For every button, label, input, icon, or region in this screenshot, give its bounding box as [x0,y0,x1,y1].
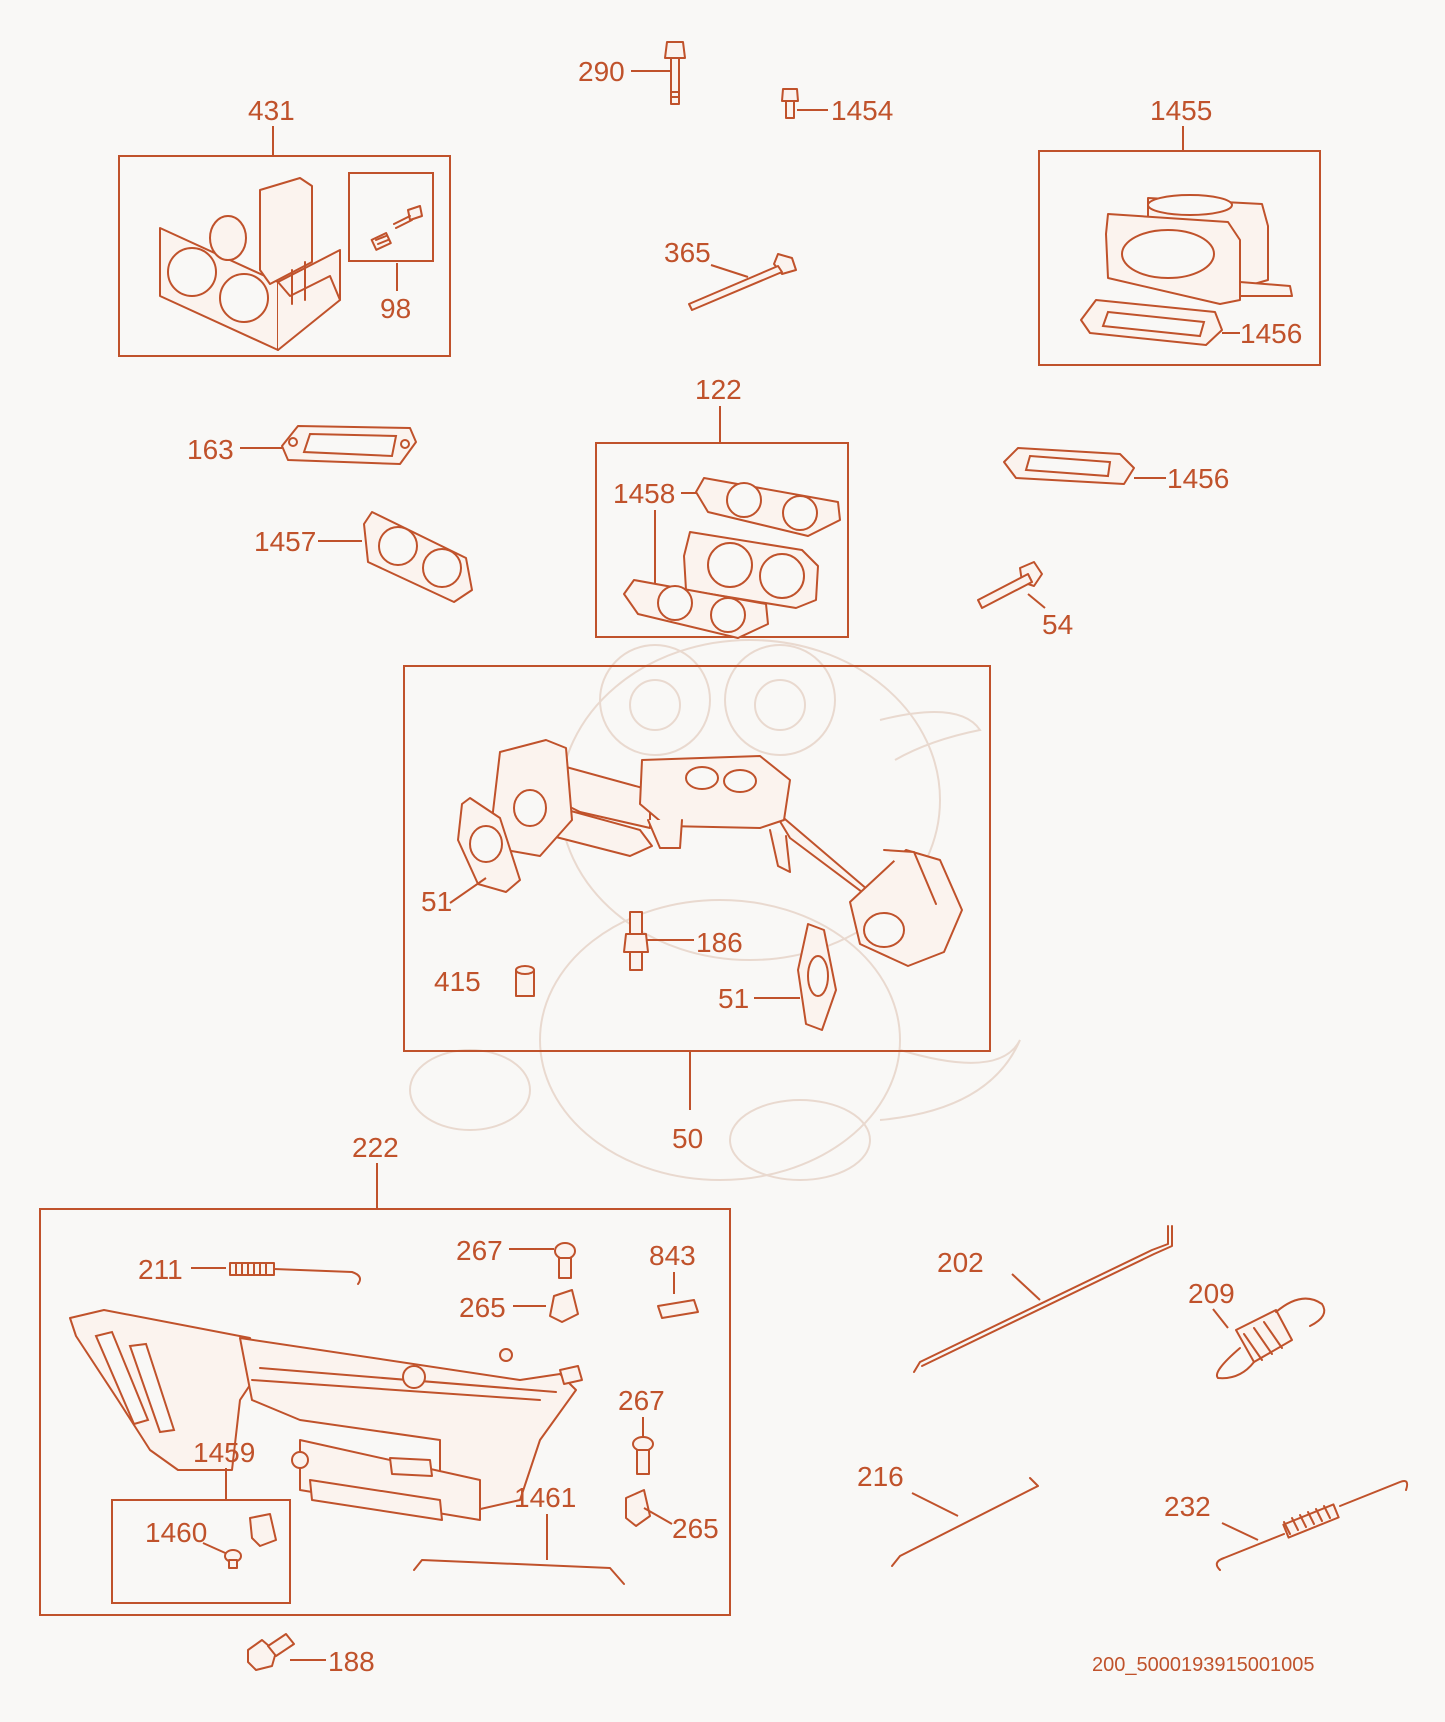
label-1455: 1455 [1150,95,1212,126]
label-122: 122 [695,374,742,405]
part-843-clip [657,1299,699,1319]
label-98: 98 [380,293,411,324]
label-232: 232 [1164,1491,1211,1522]
part-1457-gasket[interactable]: 1457 [254,511,473,603]
part-290-bolt[interactable]: 290 [578,41,686,105]
part-186-fitting [623,911,649,971]
spacer-block [683,531,819,609]
governor-bracket [69,1309,583,1521]
mascot-watermark [409,639,1021,1181]
part-51-gasket-right [797,923,837,1031]
label-216: 216 [857,1461,904,1492]
part-202-rod[interactable]: 202 [913,1225,1173,1373]
part-265-clip-bottom [625,1489,651,1527]
assembly-222-box[interactable]: 222 211 267 265 843 [39,1132,731,1616]
label-1454: 1454 [831,95,893,126]
label-163: 163 [187,434,234,465]
part-54-bolt[interactable]: 54 [977,561,1073,640]
part-163-gasket[interactable]: 163 [187,425,417,465]
diagram-code: 200_5000193915001005 [1092,1654,1314,1676]
label-1456-right: 1456 [1167,463,1229,494]
label-188: 188 [328,1646,375,1677]
label-50: 50 [672,1123,703,1154]
part-188-bolt[interactable]: 188 [247,1633,375,1677]
part-51-gasket-left [457,797,521,893]
label-222: 222 [352,1132,399,1163]
part-211-spring [229,1262,361,1285]
kit-122-box[interactable]: 122 1458 [595,374,849,639]
label-51-left: 51 [421,886,452,917]
label-1458: 1458 [613,478,675,509]
part-265-clip-top [549,1289,579,1323]
part-98-jet-and-screw [370,205,423,251]
label-290: 290 [578,56,625,87]
label-431: 431 [248,95,295,126]
part-232-spring[interactable]: 232 [1164,1480,1409,1571]
intake-manifold [491,739,963,967]
part-216-rod[interactable]: 216 [857,1461,1039,1567]
throttle-body [1105,194,1293,305]
label-211: 211 [138,1254,183,1285]
label-415: 415 [434,966,481,997]
label-1459: 1459 [193,1437,255,1468]
label-202: 202 [937,1247,984,1278]
label-265-bottom: 265 [672,1513,719,1544]
part-1456-gasket-in-box [1080,299,1223,346]
label-51-right: 51 [718,983,749,1014]
label-843: 843 [649,1240,696,1271]
part-1461-link-rod [413,1559,625,1585]
gasket-lower [623,579,769,639]
part-415-cap [515,965,535,997]
label-54: 54 [1042,609,1073,640]
part-1459-clip [249,1513,277,1547]
label-267-top: 267 [456,1235,503,1266]
label-1456: 1456 [1240,318,1302,349]
assembly-50-box[interactable]: 50 51 186 [403,665,991,1154]
label-209: 209 [1188,1278,1235,1309]
label-186: 186 [696,927,743,958]
part-1460-screw [224,1549,242,1569]
label-1460: 1460 [145,1517,207,1548]
part-267-screw-top [554,1242,576,1279]
part-267-screw-bottom [632,1436,654,1475]
part-209-spring[interactable]: 209 [1188,1278,1326,1380]
assembly-431-box[interactable]: 431 98 [118,95,451,357]
assembly-1455-box[interactable]: 1455 1456 [1038,95,1321,366]
part-1456-gasket[interactable]: 1456 [1003,447,1229,494]
gasket-upper [695,477,841,537]
part-1454-screw[interactable]: 1454 [781,88,893,126]
carburetor-body [159,177,341,351]
label-1457: 1457 [254,526,316,557]
label-365: 365 [664,237,711,268]
label-265-top: 265 [459,1292,506,1323]
part-365-stud[interactable]: 365 [664,237,797,311]
label-267-bottom: 267 [618,1385,665,1416]
label-1461: 1461 [514,1482,576,1513]
